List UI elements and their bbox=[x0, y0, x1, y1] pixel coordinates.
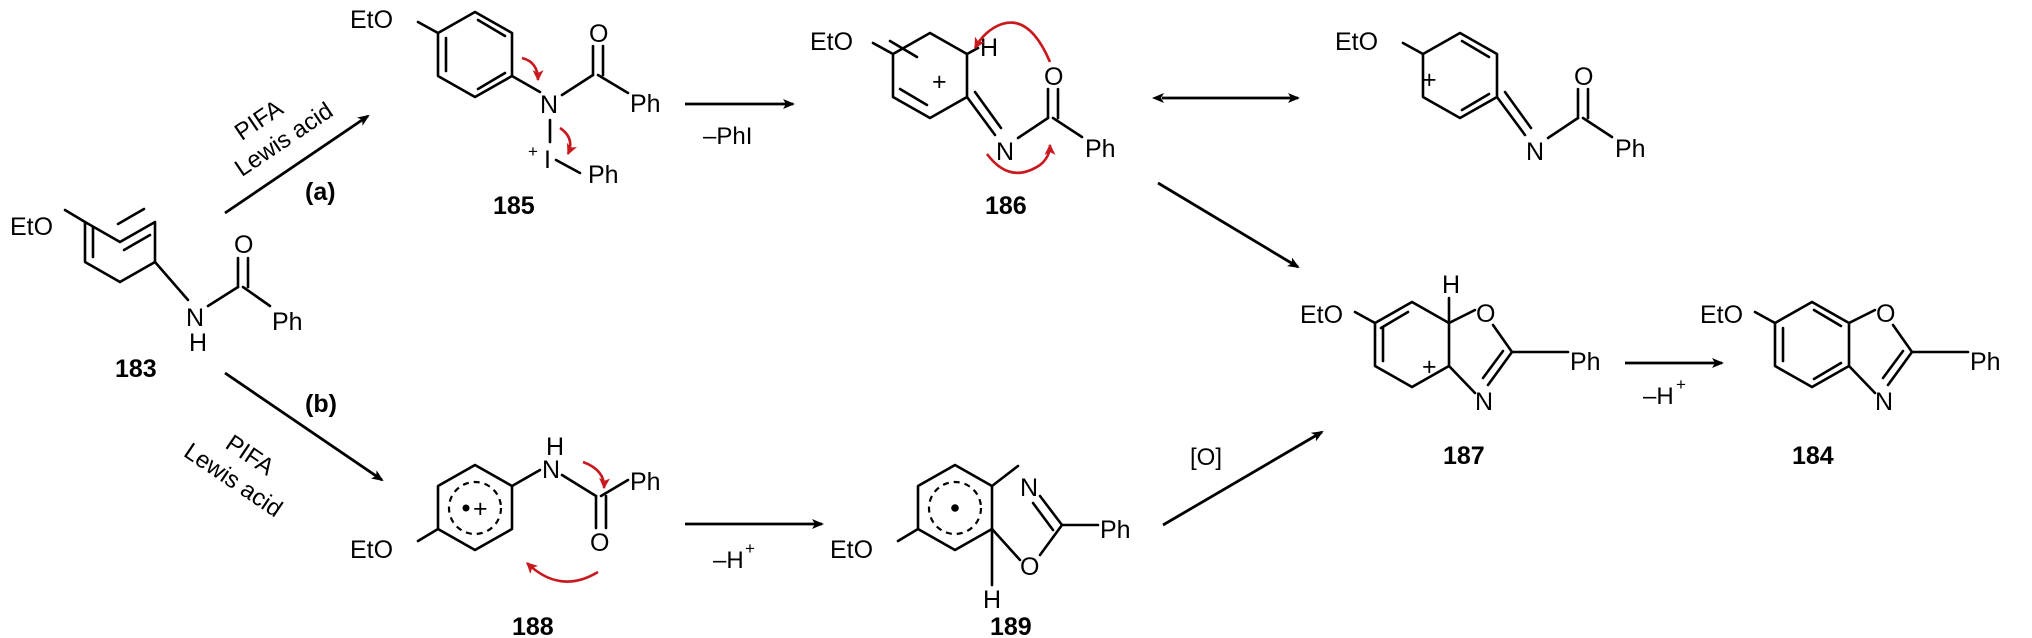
nitrogen-label: N bbox=[540, 91, 558, 119]
nitrogen-label: N bbox=[1875, 388, 1893, 416]
phenyl-label: Ph bbox=[630, 468, 661, 496]
phenyl-label: Ph bbox=[1085, 135, 1116, 163]
reagent-label: –PhI bbox=[703, 123, 752, 150]
compound-183: EtO N H O Ph 183 bbox=[10, 207, 303, 383]
phenyl-label: Ph bbox=[1970, 348, 2001, 376]
compound-label: 185 bbox=[493, 192, 535, 220]
phenyl-label: Ph bbox=[1100, 516, 1131, 544]
path-tag: (a) bbox=[305, 178, 336, 206]
compound-186: EtO + H N O Ph 186 bbox=[810, 21, 1116, 220]
oxygen-label: O bbox=[1044, 63, 1063, 91]
electron-arrow bbox=[521, 56, 544, 82]
compound-185: EtO N O Ph I + Ph 185 bbox=[350, 6, 661, 220]
ethoxy-label: EtO bbox=[1335, 28, 1378, 56]
ethoxy-label: EtO bbox=[350, 6, 393, 34]
reagent-label: –H bbox=[1643, 383, 1674, 410]
compound-label: 188 bbox=[512, 613, 554, 638]
reaction-arrow-a bbox=[224, 114, 370, 215]
nitrogen-label: N bbox=[186, 304, 204, 332]
hydrogen-label: H bbox=[983, 586, 1001, 614]
phenyl-label: Ph bbox=[630, 90, 661, 118]
ethoxy-label: EtO bbox=[1300, 301, 1343, 329]
ethoxy-label: EtO bbox=[830, 536, 873, 564]
hydrogen-label: H bbox=[1442, 271, 1460, 299]
nitrogen-label: N bbox=[996, 138, 1014, 166]
oxygen-label: O bbox=[1476, 300, 1495, 328]
phenyl-label: Ph bbox=[588, 161, 619, 189]
reagents-b: PIFA Lewis acid bbox=[179, 430, 287, 523]
ethoxy-label: EtO bbox=[350, 536, 393, 564]
charge-plus: + bbox=[745, 539, 755, 558]
compound-188: + EtO N H O Ph 188 bbox=[350, 433, 661, 638]
phenyl-label: Ph bbox=[272, 308, 303, 336]
nitrogen-label: N bbox=[1020, 474, 1038, 502]
electron-arrow bbox=[985, 143, 1056, 175]
electron-arrow bbox=[582, 460, 611, 490]
iodine-label: I bbox=[544, 146, 551, 174]
compound-187: EtO + H O N Ph 187 bbox=[1300, 271, 1601, 470]
reagent-label: [O] bbox=[1190, 444, 1222, 471]
radical-ring bbox=[927, 480, 983, 536]
ethoxy-label: EtO bbox=[810, 28, 853, 56]
charge-plus: + bbox=[528, 142, 538, 161]
compound-label: 189 bbox=[990, 613, 1032, 638]
radical-cation-ring bbox=[447, 480, 503, 536]
charge-plus: + bbox=[1422, 66, 1437, 94]
compound-186-resonance: EtO + N O Ph bbox=[1335, 28, 1646, 166]
charge-plus: + bbox=[1676, 375, 1686, 394]
reagent-label: –H bbox=[713, 547, 744, 574]
phenyl-label: Ph bbox=[1615, 135, 1646, 163]
electron-arrow bbox=[526, 562, 599, 583]
oxygen-label: O bbox=[589, 20, 608, 48]
hydrogen-label: H bbox=[189, 329, 207, 357]
ethoxy-label: EtO bbox=[1700, 301, 1743, 329]
oxygen-label: O bbox=[590, 529, 609, 557]
compound-label: 186 bbox=[985, 192, 1027, 220]
compound-189: EtO N O Ph H 189 bbox=[830, 463, 1131, 638]
nitrogen-label: N bbox=[1526, 138, 1544, 166]
radical-dot bbox=[951, 504, 959, 512]
ethoxy-label: EtO bbox=[10, 213, 53, 241]
oxygen-label: O bbox=[1574, 63, 1593, 91]
reaction-arrow-b bbox=[224, 371, 384, 482]
path-tag: (b) bbox=[305, 390, 337, 418]
reaction-arrow bbox=[1157, 181, 1300, 269]
compound-label: 183 bbox=[115, 355, 157, 383]
oxygen-label: O bbox=[1020, 553, 1039, 581]
electron-arrow bbox=[973, 21, 1052, 63]
hydrogen-label: H bbox=[546, 433, 564, 461]
compound-184: EtO O N Ph 184 bbox=[1700, 300, 2001, 470]
nitrogen-label: N bbox=[542, 456, 560, 484]
phenyl-label: Ph bbox=[1570, 348, 1601, 376]
charge-plus: + bbox=[932, 68, 947, 96]
radical-dot bbox=[462, 504, 470, 512]
compound-label: 184 bbox=[1792, 442, 1834, 470]
charge-plus: + bbox=[473, 495, 488, 523]
compound-label: 187 bbox=[1443, 442, 1485, 470]
charge-plus: + bbox=[1422, 353, 1437, 381]
reagents-a: PIFA Lewis acid bbox=[230, 95, 338, 183]
reaction-arrow bbox=[1162, 430, 1324, 527]
electron-arrow bbox=[559, 126, 578, 156]
nitrogen-label: N bbox=[1475, 388, 1493, 416]
oxygen-label: O bbox=[1876, 300, 1895, 328]
oxygen-label: O bbox=[234, 231, 253, 259]
